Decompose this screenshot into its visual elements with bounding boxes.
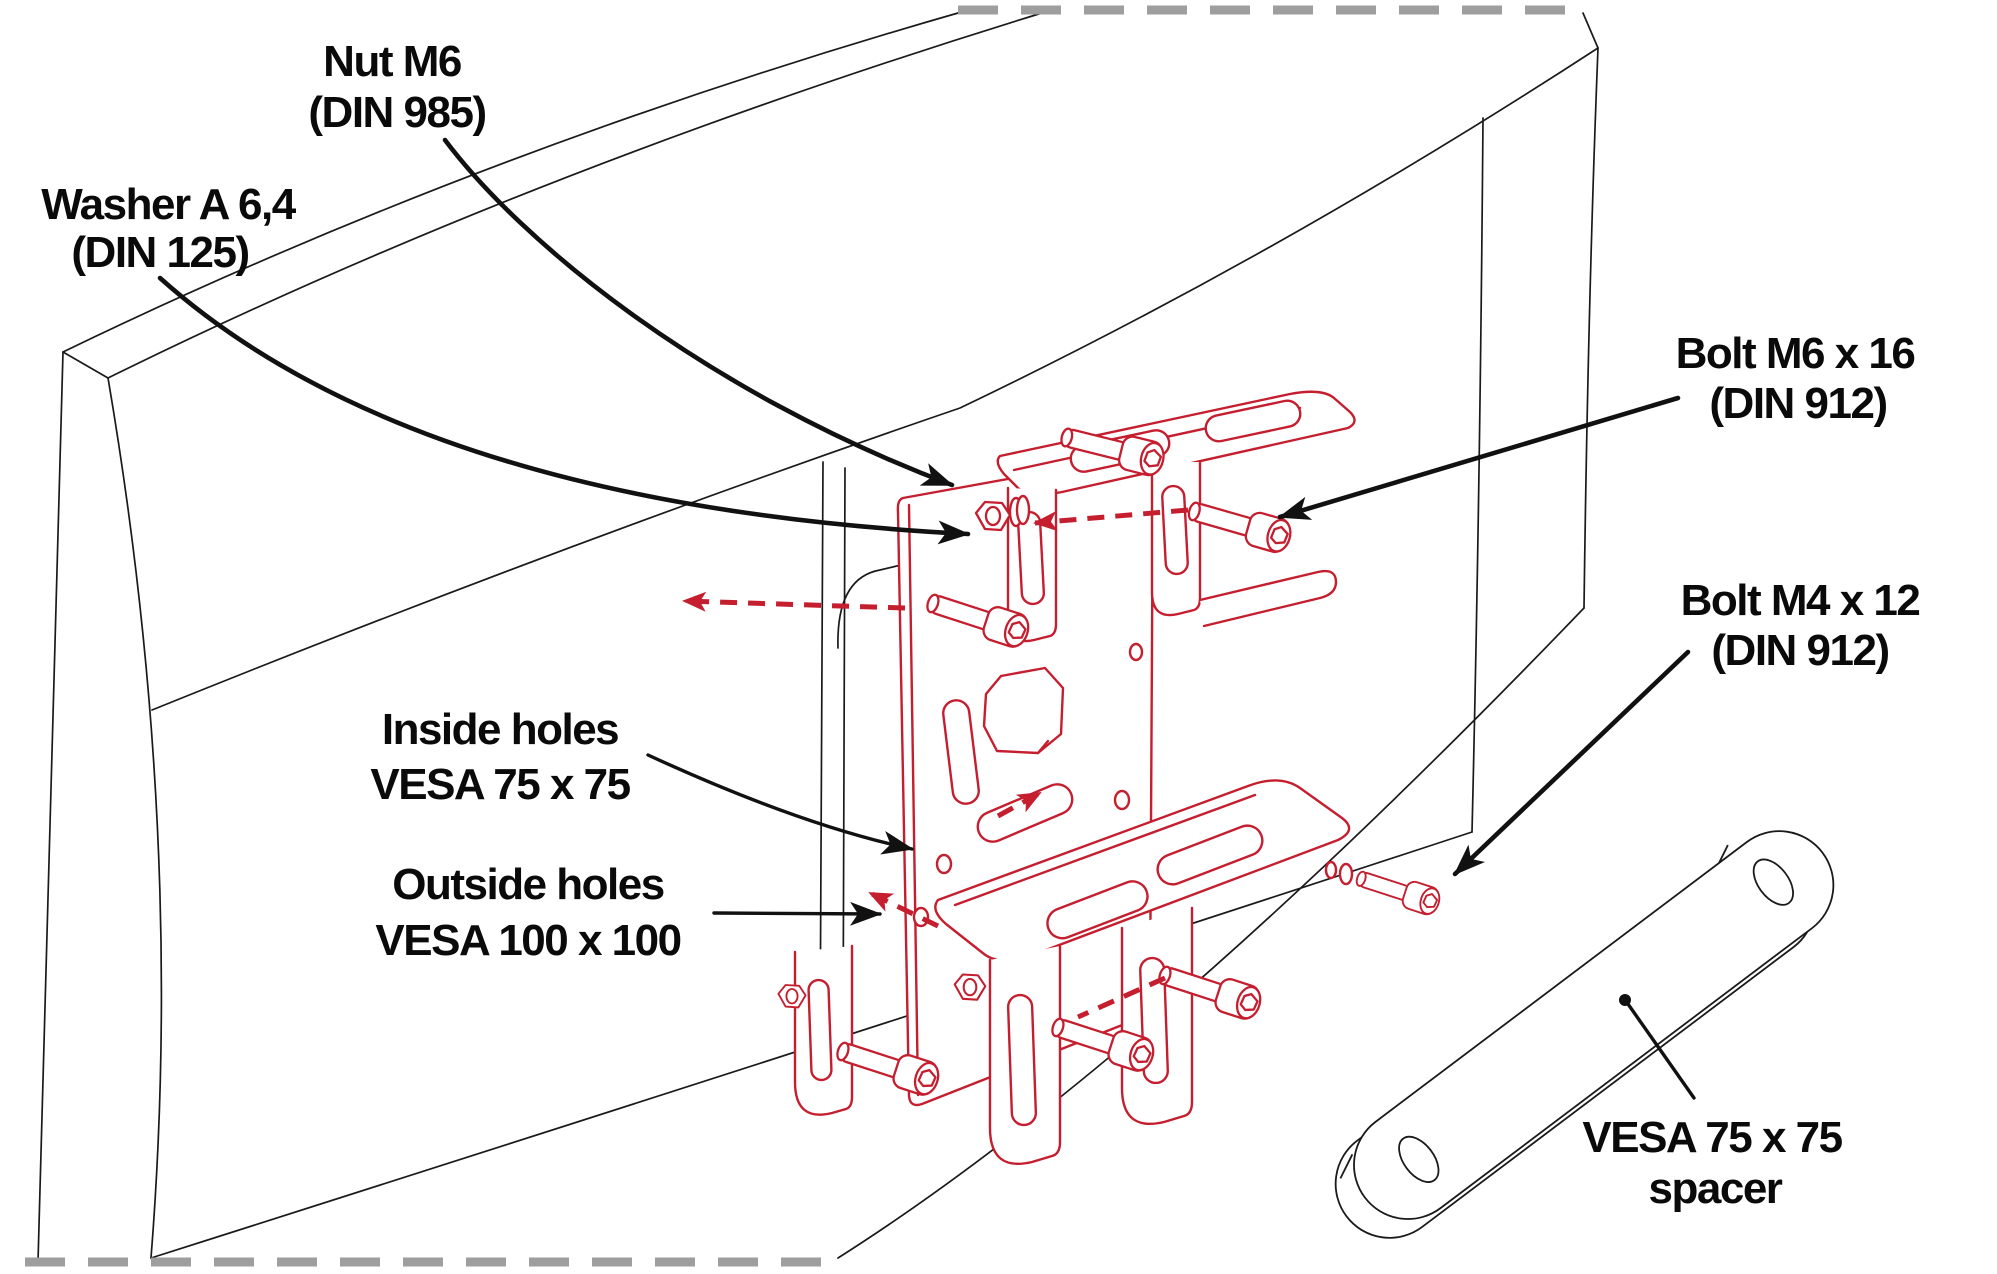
spacer-leader-line [1626,1002,1696,1100]
bolt-m6x16-upper-right [1183,492,1296,557]
nut-label-line2: (DIN 985) [308,88,485,137]
monitor-back-sweep-edge [151,47,1599,711]
bolt-m4-label-line1: Bolt M4 x 12 [1681,576,1920,625]
monitor-right-inner-edge [1471,117,1484,833]
top-clamp-bracket [996,390,1356,643]
plate-octagon-hole [982,666,1065,755]
vesa-mount-assembly [777,390,1444,1165]
outside-holes-label-line1: Outside holes [392,860,663,909]
labels: Nut M6 (DIN 985) Washer A 6,4 (DIN 125) … [41,37,1921,1213]
spacer-leader-dot [1619,994,1631,1006]
monitor-top-edge-inner [107,12,1043,379]
leader-arrows [157,137,1696,1100]
spacer-hole-right [1752,858,1794,906]
washer-a64-stack [1008,494,1031,528]
bolt-m4-washer [1338,862,1354,886]
bottom-clamp-bracket [793,779,1351,1165]
washer-leader-arrow [157,275,971,545]
plate-outside-hole-vesa100 [912,906,930,928]
mount-recess-corner [837,563,906,649]
inside-holes-label-line1: Inside holes [382,705,618,754]
bolt-m4-label-line2: (DIN 912) [1711,626,1888,675]
monitor-left-edge-inner [107,377,163,1259]
bolt-m6-label-line2: (DIN 912) [1709,379,1886,428]
spacer-label-line1: VESA 75 x 75 [1582,1113,1842,1162]
bolt-m4x12 [1352,863,1444,919]
outside-holes-leader-arrow [712,901,882,926]
washer-label-line1: Washer A 6,4 [41,180,296,229]
inside-holes-label-line2: VESA 75 x 75 [370,760,630,809]
inside-holes-leader-arrow [646,753,914,855]
dashed-axis-bottom [1076,975,1167,1020]
outside-holes-label-line2: VESA 100 x 100 [375,916,680,965]
dashed-arrow-slot [996,790,1042,819]
bolt-m4-leader-arrow [1452,649,1691,877]
monitor-right-edge [1583,47,1599,609]
monitor-top-right-corner [1582,12,1599,49]
dashed-arrow-bottom-left [868,890,940,929]
monitor-top-left-corner [62,351,109,379]
monitor-bottom-edge-inner [150,831,1473,1259]
spacer-label-line2: spacer [1649,1164,1783,1213]
washer-label-line2: (DIN 125) [71,228,248,277]
bolt-m6-leader-arrow [1277,395,1681,520]
dashed-arrow-top-left [682,591,906,612]
spacer-hole-left [1398,1135,1440,1183]
monitor-left-edge-outer [37,351,64,1263]
nut-label-line1: Nut M6 [323,37,461,86]
assembly-direction-arrows [682,507,1189,1020]
monitor-top-edge-outer [62,12,959,353]
bolt-m6-label-line1: Bolt M6 x 16 [1676,329,1915,378]
vesa-75x75-spacer-bar [1334,830,1835,1239]
nut-leader-arrow [442,137,955,488]
dashed-axis-top [1033,507,1189,532]
plate-inside-hole-vesa75 [935,853,953,875]
